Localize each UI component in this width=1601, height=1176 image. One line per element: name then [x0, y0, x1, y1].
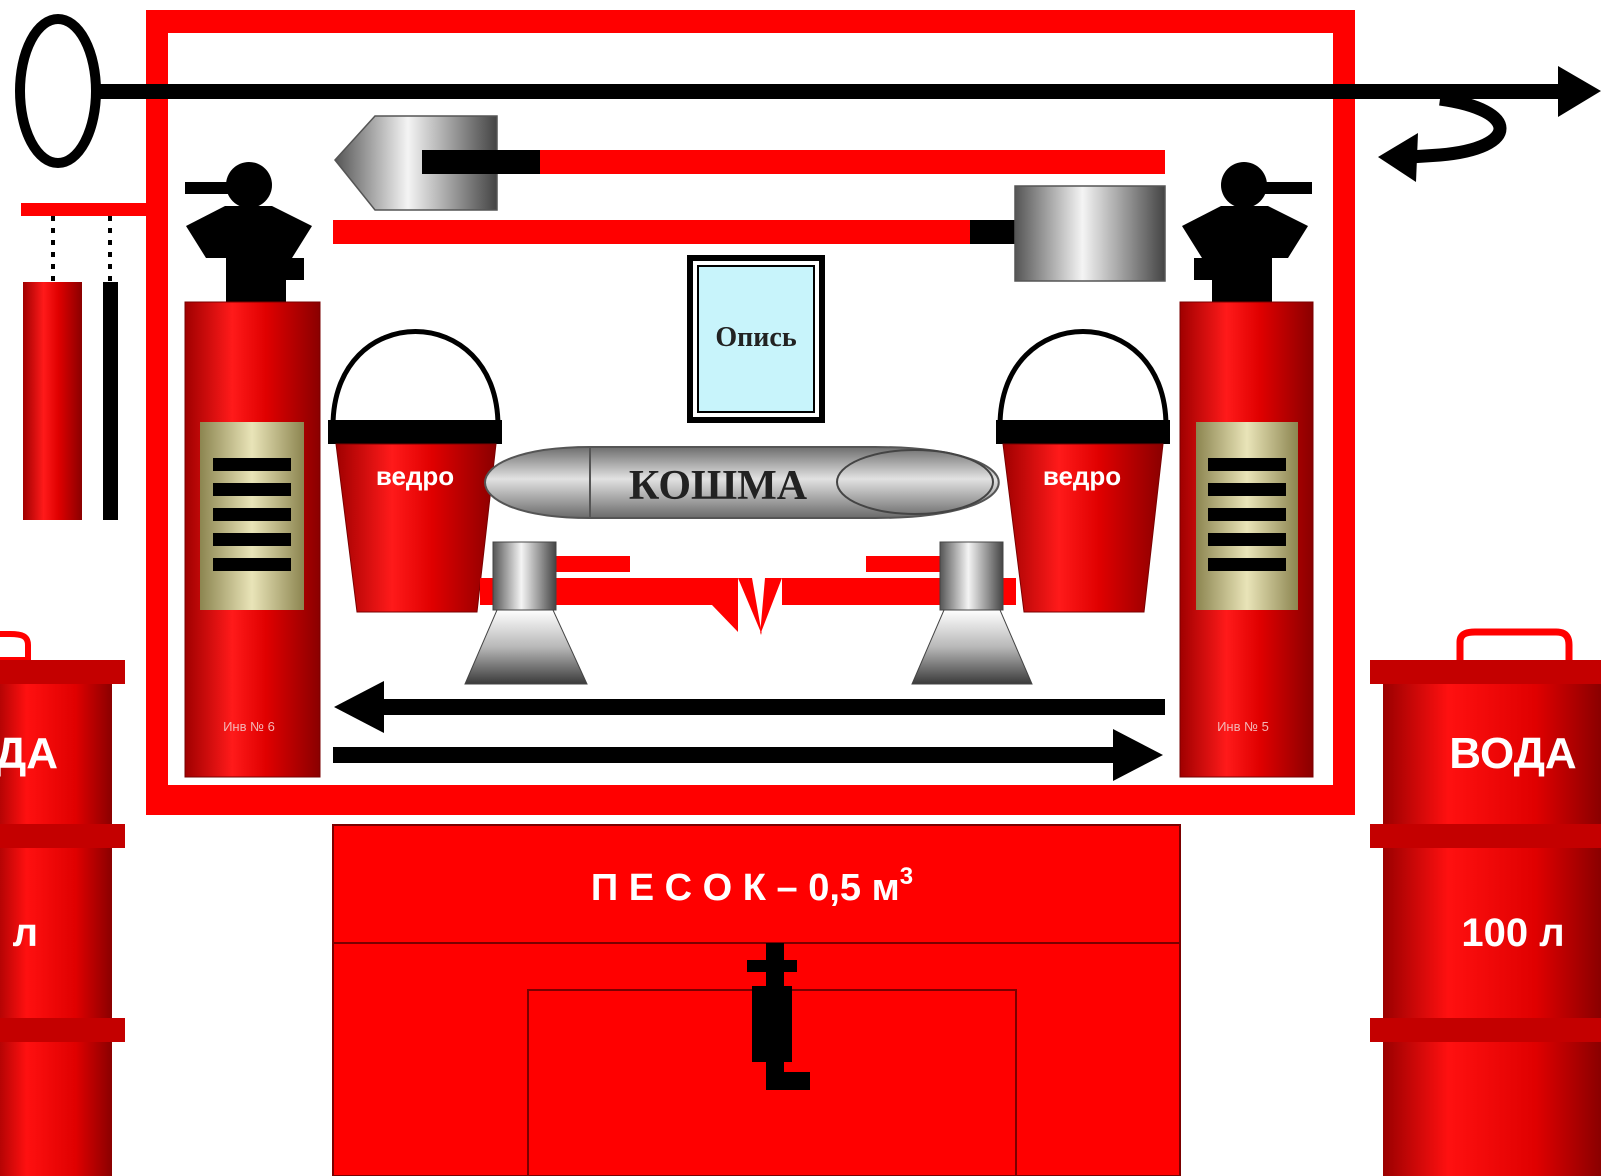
bucket-left-label: ведро — [376, 461, 454, 491]
barrel-icon: ВОДА 100 л — [1370, 632, 1601, 1176]
barrel-right-volume: 100 л — [1461, 911, 1564, 955]
barrel-right-title: ВОДА — [1449, 729, 1576, 778]
inventory-sheet[interactable]: Опись — [687, 255, 825, 423]
barrel-left-title: ДА — [0, 729, 58, 778]
fire-blanket-icon[interactable]: КОШМА — [485, 447, 999, 518]
barrel-left-volume: л — [13, 911, 38, 955]
barrel-icon: ДА л — [0, 634, 125, 1176]
extinguisher-right-label: Инв № 5 — [1217, 719, 1269, 734]
inventory-label: Опись — [715, 322, 796, 353]
blanket-label: КОШМА — [629, 463, 808, 509]
sand-box-icon[interactable]: П Е С О К – 0,5 м3 — [333, 825, 1180, 1176]
sand-label-text: П Е С О К – 0,5 м — [591, 867, 900, 909]
crowbar-icon — [21, 203, 148, 520]
sand-unit-superscript: 3 — [900, 863, 913, 890]
sand-box-label: П Е С О К – 0,5 м3 — [591, 863, 913, 909]
bucket-right-label: ведро — [1043, 461, 1121, 491]
extinguisher-left-label: Инв № 6 — [223, 719, 275, 734]
